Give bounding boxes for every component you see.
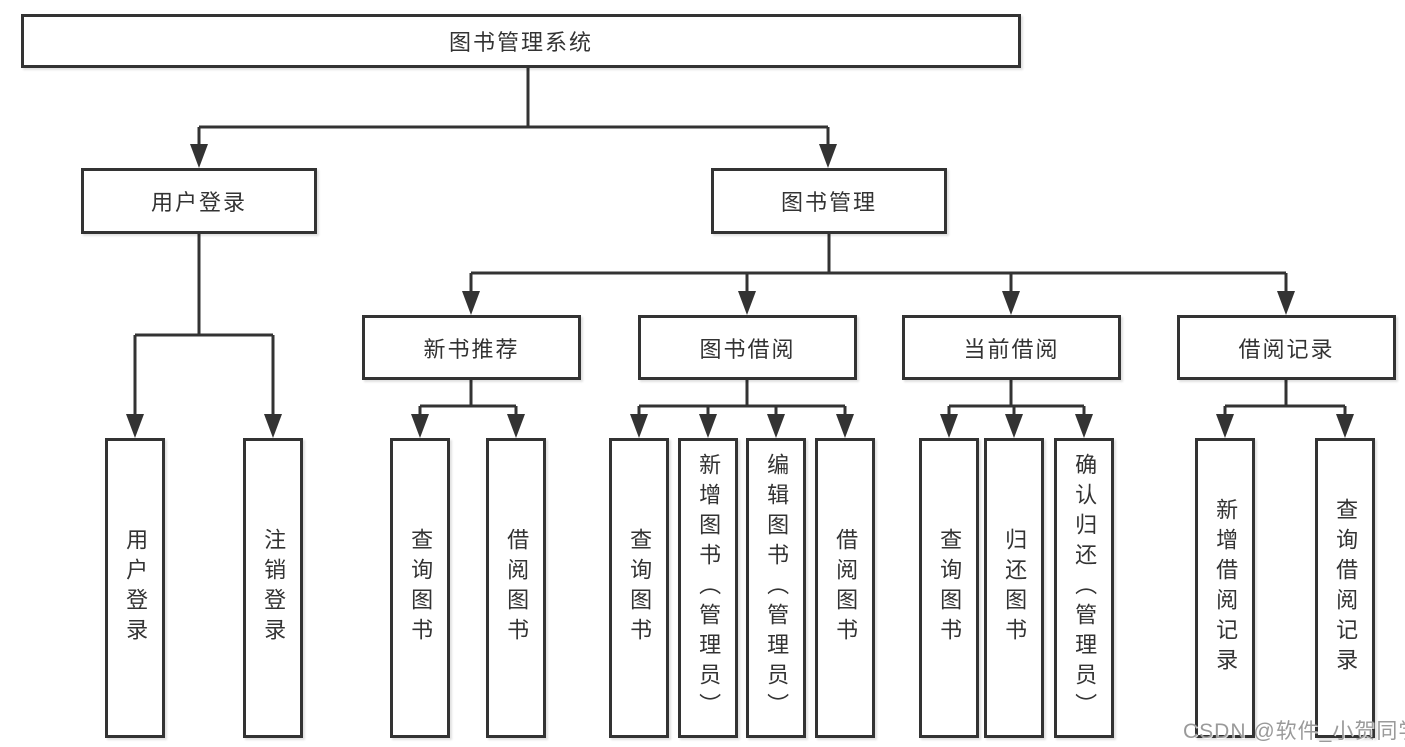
node-borrow-records-label: 借阅记录 [1238,336,1335,362]
node-current-borrow-label: 当前借阅 [963,336,1060,362]
node-book-management: 图书管理 [711,168,947,234]
leaf-logout-label: 注销登录 [261,528,287,648]
leaf-cb-confirm-return: 确认归还（管理员） [1054,438,1114,738]
leaf-cb-return-books: 归还图书 [984,438,1044,738]
leaf-br-query-record-label: 查询借阅记录 [1333,498,1359,678]
leaf-cb-query-books-label: 查询图书 [937,528,963,648]
leaf-br-query-record: 查询借阅记录 [1315,438,1375,738]
node-root-label: 图书管理系统 [448,30,593,55]
node-book-management-label: 图书管理 [780,190,877,215]
node-user-login: 用户登录 [81,168,317,234]
leaf-bb-query-books: 查询图书 [609,438,669,738]
leaf-logout: 注销登录 [243,438,303,738]
node-book-borrow-label: 图书借阅 [699,336,796,362]
node-borrow-records: 借阅记录 [1177,315,1396,380]
node-book-borrow: 图书借阅 [638,315,857,380]
leaf-user-login-label: 用户登录 [123,528,149,648]
node-root: 图书管理系统 [21,14,1021,68]
leaf-cb-confirm-return-label: 确认归还（管理员） [1072,453,1098,723]
leaf-bb-borrow-books-label: 借阅图书 [833,528,859,648]
leaf-bb-add-books-label: 新增图书（管理员） [696,453,722,723]
leaf-user-login: 用户登录 [105,438,165,738]
leaf-bb-edit-books: 编辑图书（管理员） [746,438,806,738]
leaf-nb-query-books: 查询图书 [390,438,450,738]
csdn-watermark: CSDN @软件_小贺同学 [1183,720,1405,743]
node-new-book-recommend: 新书推荐 [362,315,581,380]
leaf-bb-add-books: 新增图书（管理员） [678,438,738,738]
leaf-nb-borrow-books-label: 借阅图书 [504,528,530,648]
node-user-login-label: 用户登录 [150,190,247,215]
leaf-bb-edit-books-label: 编辑图书（管理员） [764,453,790,723]
arrowheads [126,144,1354,438]
node-current-borrow: 当前借阅 [902,315,1121,380]
leaf-bb-query-books-label: 查询图书 [627,528,653,648]
leaf-br-add-record: 新增借阅记录 [1195,438,1255,738]
leaf-cb-query-books: 查询图书 [919,438,979,738]
node-new-book-recommend-label: 新书推荐 [423,336,520,362]
leaf-cb-return-books-label: 归还图书 [1002,528,1028,648]
leaf-br-add-record-label: 新增借阅记录 [1213,498,1239,678]
leaf-bb-borrow-books: 借阅图书 [815,438,875,738]
leaf-nb-query-books-label: 查询图书 [408,528,434,648]
leaf-nb-borrow-books: 借阅图书 [486,438,546,738]
